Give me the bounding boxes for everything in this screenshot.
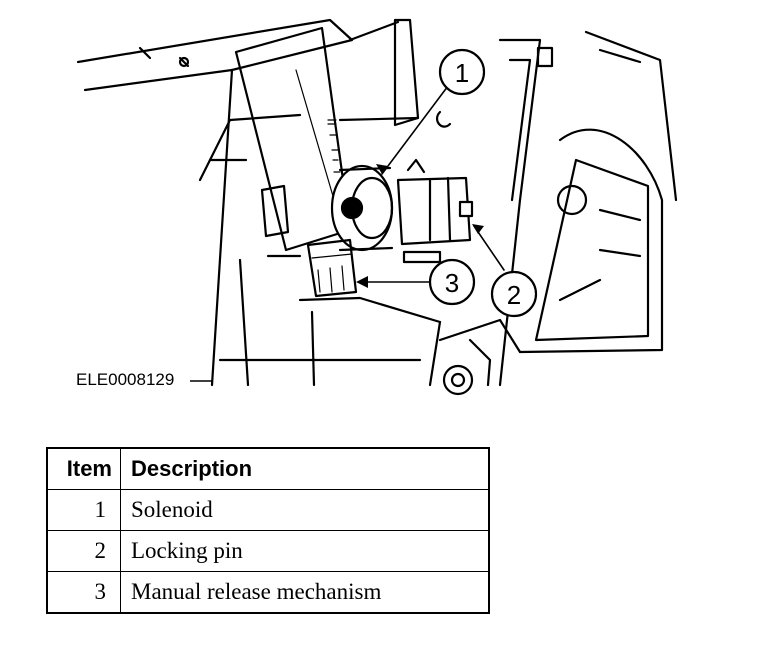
legend-item-number: 3 (46, 571, 121, 614)
dash-panel (76, 18, 354, 387)
figure-id: ELE0008129 (76, 370, 175, 389)
table-row: 2 Locking pin (46, 530, 490, 572)
callout-1-circle (438, 48, 486, 96)
callout-3-label: 3 (445, 268, 459, 298)
legend-header-item: Item (46, 447, 121, 490)
callout-3-circle (428, 258, 476, 306)
technical-illustration: 1 3 2 (76, 18, 678, 396)
right-bracket (438, 30, 678, 396)
lower-console (218, 184, 442, 387)
connector-housing (396, 158, 474, 264)
upper-bracket (338, 18, 420, 127)
clip-icon (435, 110, 452, 128)
legend-item-description: Manual release mechanism (120, 571, 490, 614)
legend-header-description: Description (120, 447, 490, 490)
callout-1-label: 1 (455, 58, 469, 88)
legend-item-description: Locking pin (120, 530, 490, 572)
leader-lines (359, 85, 505, 283)
legend-item-number: 1 (46, 489, 121, 531)
legend-item-description: Solenoid (120, 489, 490, 531)
callout-2-label: 2 (507, 280, 521, 310)
manual-release-mechanism (306, 238, 358, 298)
legend-item-number: 2 (46, 530, 121, 572)
callout-2-circle (490, 270, 538, 318)
table-row: 3 Manual release mechanism (46, 571, 490, 614)
arrowhead-1 (376, 164, 388, 174)
solenoid (330, 164, 394, 252)
table-row: 1 Solenoid (46, 489, 490, 531)
arrowhead-3 (356, 276, 368, 288)
legend-header-row: Item Description (46, 447, 490, 490)
legend-table: Item Description 1 Solenoid 2 Locking pi… (46, 447, 490, 614)
arrowhead-2 (472, 224, 484, 234)
